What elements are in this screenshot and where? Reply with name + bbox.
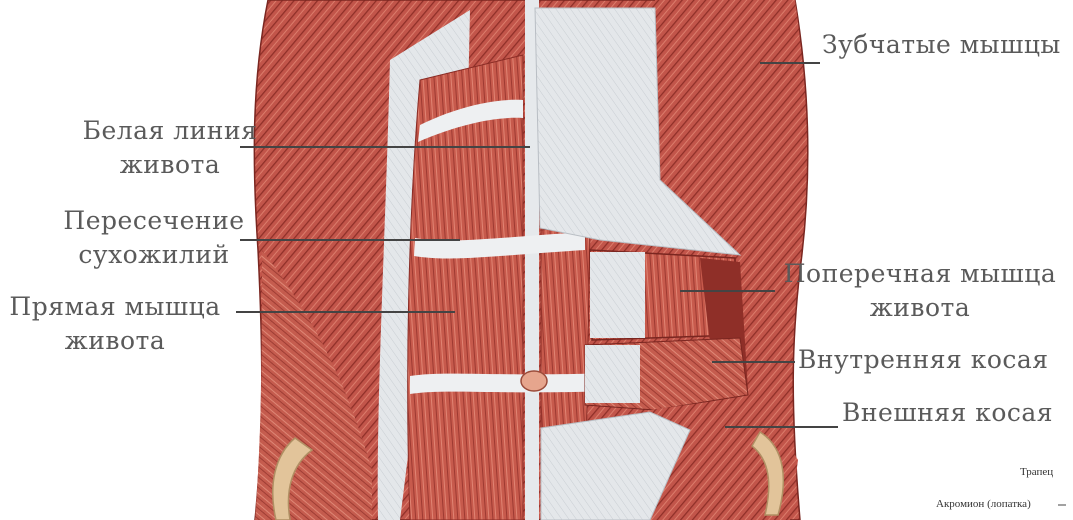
label-linea-alba: Белая линия живота xyxy=(80,114,260,182)
internal-oblique-aponeurosis xyxy=(585,345,640,403)
label-external-oblique: Внешняя косая xyxy=(842,396,1053,430)
label-transversus-abdominis: Поперечная мышца живота xyxy=(775,257,1065,325)
label-tendinous-intersections: Пересечение сухожилий xyxy=(56,204,252,272)
label-acromion-fragment: Акромион (лопатка) xyxy=(936,498,1031,510)
umbilicus xyxy=(521,371,547,391)
label-trapezius-fragment: Трапец xyxy=(1020,466,1053,478)
label-internal-oblique: Внутренняя косая xyxy=(798,343,1049,377)
transversus-aponeurosis xyxy=(590,252,645,338)
label-rectus-abdominis: Прямая мышца живота xyxy=(4,290,226,358)
label-serratus: Зубчатые мышцы xyxy=(822,28,1061,62)
